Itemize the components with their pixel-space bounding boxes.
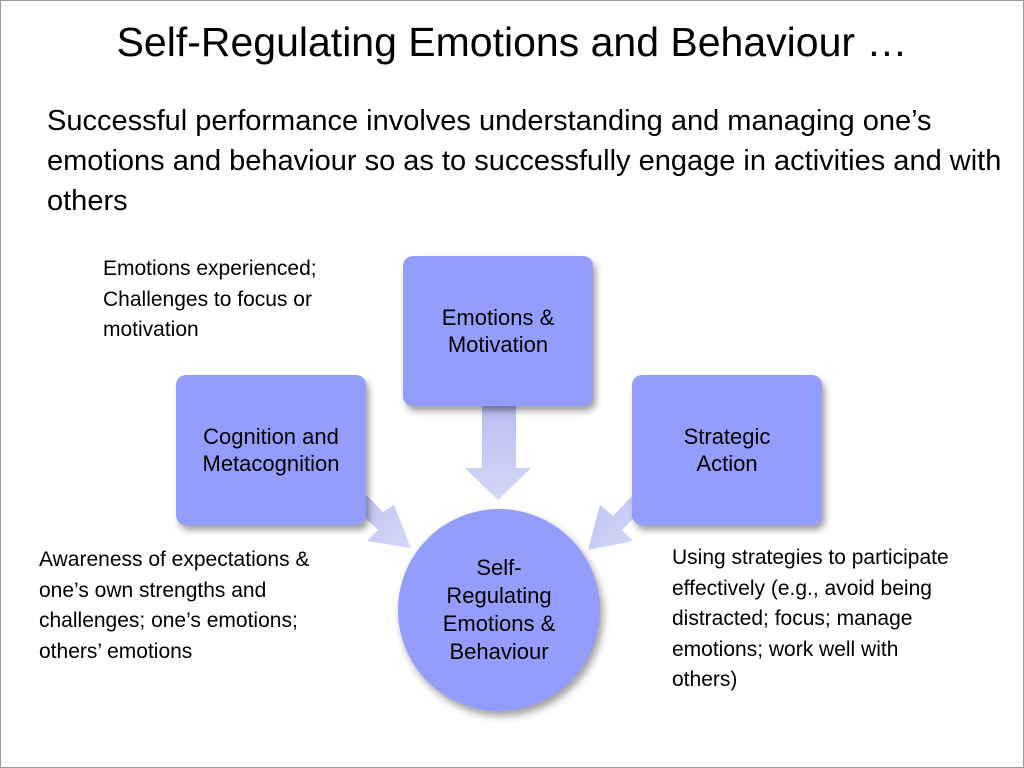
cognition-box-label-line1: Cognition and xyxy=(203,424,339,449)
awareness-note-line: Awareness of expectations & xyxy=(39,548,310,571)
strategies-note-line: effectively (e.g., avoid being xyxy=(672,576,932,600)
strategies-note-line: emotions; work well with xyxy=(672,637,899,661)
arrow-cognition-to-center xyxy=(360,495,411,548)
awareness-note-line: challenges; one’s emotions; xyxy=(39,609,298,632)
center-label-line1: Self- xyxy=(476,555,522,580)
center-label-line2: Regulating xyxy=(446,583,552,608)
awareness-note-line: others’ emotions xyxy=(39,639,193,663)
self-regulating-circle: Self- Regulating Emotions & Behaviour xyxy=(398,509,600,711)
emotions-note: Emotions experienced; Challenges to focu… xyxy=(103,254,317,346)
arrow-emotions-to-center xyxy=(465,406,531,500)
center-label-line3: Emotions & xyxy=(442,611,556,636)
emotions-note-line: motivation xyxy=(103,318,199,341)
awareness-note: Awareness of expectations & one’s own st… xyxy=(39,545,309,667)
emotions-box-label-line2: Motivation xyxy=(447,332,549,357)
strategies-note: Using strategies to participate effectiv… xyxy=(672,543,949,696)
strategic-box-label-line2: Action xyxy=(696,451,758,476)
intro-paragraph: Successful performance involves understa… xyxy=(47,105,1002,217)
emotions-motivation-box: Emotions & Motivation xyxy=(403,256,593,406)
emotions-note-line: Challenges to focus or xyxy=(103,287,312,311)
emotions-box-label-line1: Emotions & xyxy=(441,305,555,330)
strategies-note-line: others) xyxy=(672,668,738,691)
awareness-note-line: one’s own strengths and xyxy=(39,578,267,602)
strategic-action-box: Strategic Action xyxy=(632,375,822,525)
strategies-note-line: distracted; focus; manage xyxy=(672,607,913,630)
emotions-note-line: Emotions experienced; xyxy=(103,257,317,280)
arrow-strategic-to-center xyxy=(588,496,640,550)
cognition-box-label-line2: Metacognition xyxy=(202,451,340,476)
cognition-metacognition-box: Cognition and Metacognition xyxy=(176,375,366,525)
slide-title: Self-Regulating Emotions and Behaviour … xyxy=(116,19,908,65)
strategies-note-line: Using strategies to participate xyxy=(672,546,949,569)
center-label-line4: Behaviour xyxy=(449,639,549,664)
strategic-box-label-line1: Strategic xyxy=(683,424,771,449)
